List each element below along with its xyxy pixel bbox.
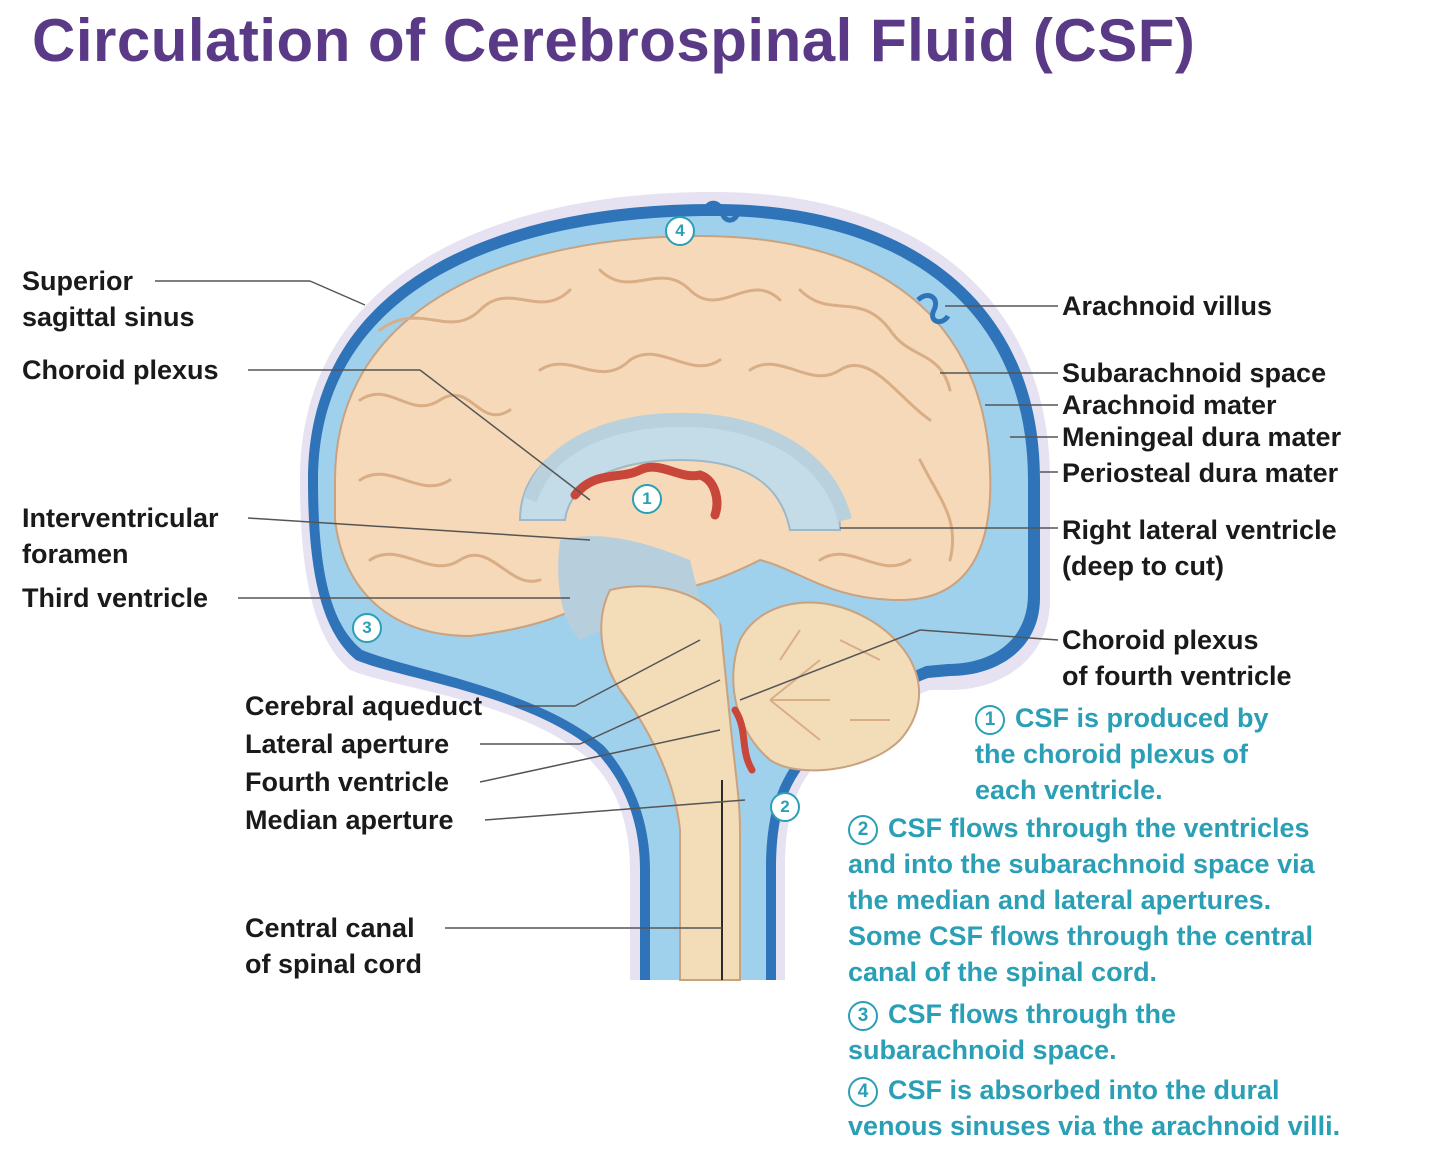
brainstem (600, 585, 741, 981)
page-title: Circulation of Cerebrospinal Fluid (CSF) (32, 7, 1196, 74)
gyri (358, 268, 955, 583)
leader-lines (155, 280, 1059, 929)
choroid-plexus-fourth (731, 706, 756, 774)
arachnoid-villus-right (916, 293, 951, 325)
label-choroid-plexus: Choroid plexus (22, 355, 219, 385)
label-central-canal: Central canal of spinal cord (245, 913, 423, 979)
label-cerebral-aqueduct: Cerebral aqueduct (245, 691, 483, 721)
label-third-ventricle: Third ventricle (22, 583, 209, 613)
choroid-plexus-lateral (570, 462, 722, 520)
cerebellum-folia (769, 629, 890, 741)
step-number-4: 4 (848, 1077, 878, 1107)
label-median-aperture: Median aperture (245, 805, 454, 835)
marker-4: 4 (665, 216, 695, 246)
corpus-callosum-arc (523, 412, 852, 522)
label-choroid-plexus-fourth: Choroid plexus of fourth ventricle (1062, 625, 1292, 691)
step-number-1: 1 (975, 705, 1005, 735)
cerebellum (732, 601, 921, 772)
marker-2: 2 (770, 792, 800, 822)
label-superior-sagittal-sinus: Superior sagittal sinus (22, 266, 195, 332)
step-number-3: 3 (848, 1001, 878, 1031)
label-periosteal-dura-mater: Periosteal dura mater (1062, 458, 1339, 488)
label-right-lateral-ventricle: Right lateral ventricle (deep to cut) (1062, 515, 1337, 581)
marker-3: 3 (352, 613, 382, 643)
step-number-2: 2 (848, 815, 878, 845)
label-meningeal-dura-mater: Meningeal dura mater (1062, 422, 1342, 452)
arachnoid-villus-top (702, 200, 741, 223)
label-arachnoid-villus: Arachnoid villus (1062, 291, 1273, 321)
label-interventricular-foramen: Interventricular foramen (22, 503, 219, 569)
label-fourth-ventricle: Fourth ventricle (245, 767, 450, 797)
label-lateral-aperture: Lateral aperture (245, 729, 450, 759)
label-subarachnoid-space: Subarachnoid space (1062, 358, 1327, 388)
label-arachnoid-mater: Arachnoid mater (1062, 390, 1277, 420)
marker-1: 1 (632, 484, 662, 514)
